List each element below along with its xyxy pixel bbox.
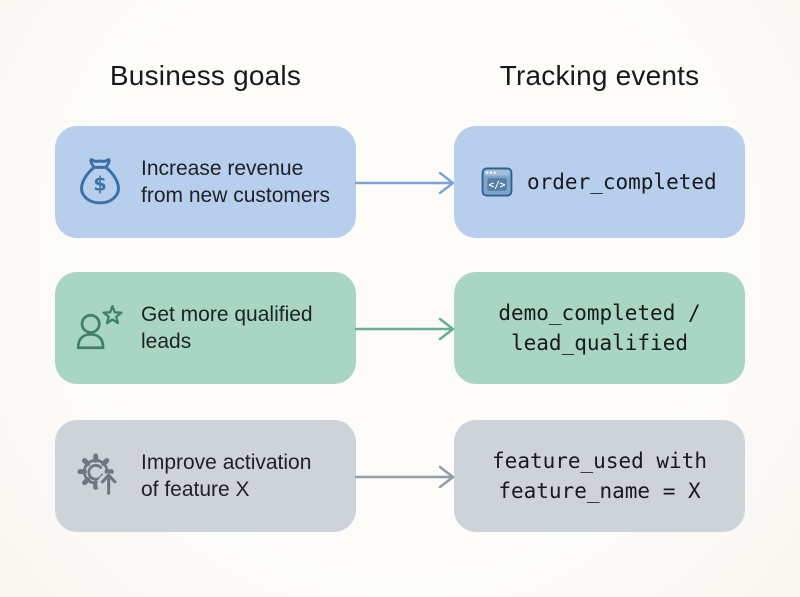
arrow-right-icon bbox=[355, 317, 455, 341]
svg-text:</>: </> bbox=[489, 180, 506, 191]
goal-label-revenue: Increase revenue from new customers bbox=[141, 156, 331, 207]
arrow-right-icon bbox=[355, 465, 455, 489]
event-label-order-completed: order_completed bbox=[527, 169, 717, 194]
event-label-demo-lead: demo_completed / lead_qualified bbox=[498, 300, 701, 355]
goal-card-revenue: $ Increase revenue from new customers bbox=[55, 126, 356, 238]
arrow-right-icon bbox=[355, 171, 455, 195]
event-label-feature-used: feature_used with feature_name = X bbox=[492, 448, 707, 503]
money-bag-icon: $ bbox=[73, 155, 127, 209]
gear-up-arrow-icon bbox=[73, 449, 127, 503]
event-card-order-completed: </> order_completed bbox=[454, 126, 745, 238]
code-window-icon: </> bbox=[480, 165, 514, 199]
person-star-icon bbox=[73, 301, 127, 355]
tracking-events-header: Tracking events bbox=[499, 60, 700, 91]
event-card-feature-used: feature_used with feature_name = X bbox=[454, 420, 745, 532]
svg-text:$: $ bbox=[93, 172, 106, 195]
goal-card-qualified-leads: Get more qualified leads bbox=[55, 272, 356, 384]
goal-card-feature-activation: Improve activation of feature X bbox=[55, 420, 356, 532]
goal-label-qualified-leads: Get more qualified leads bbox=[141, 302, 313, 353]
event-card-demo-lead: demo_completed / lead_qualified bbox=[454, 272, 745, 384]
business-goals-header: Business goals bbox=[109, 60, 302, 91]
goal-label-feature-activation: Improve activation of feature X bbox=[141, 450, 312, 501]
